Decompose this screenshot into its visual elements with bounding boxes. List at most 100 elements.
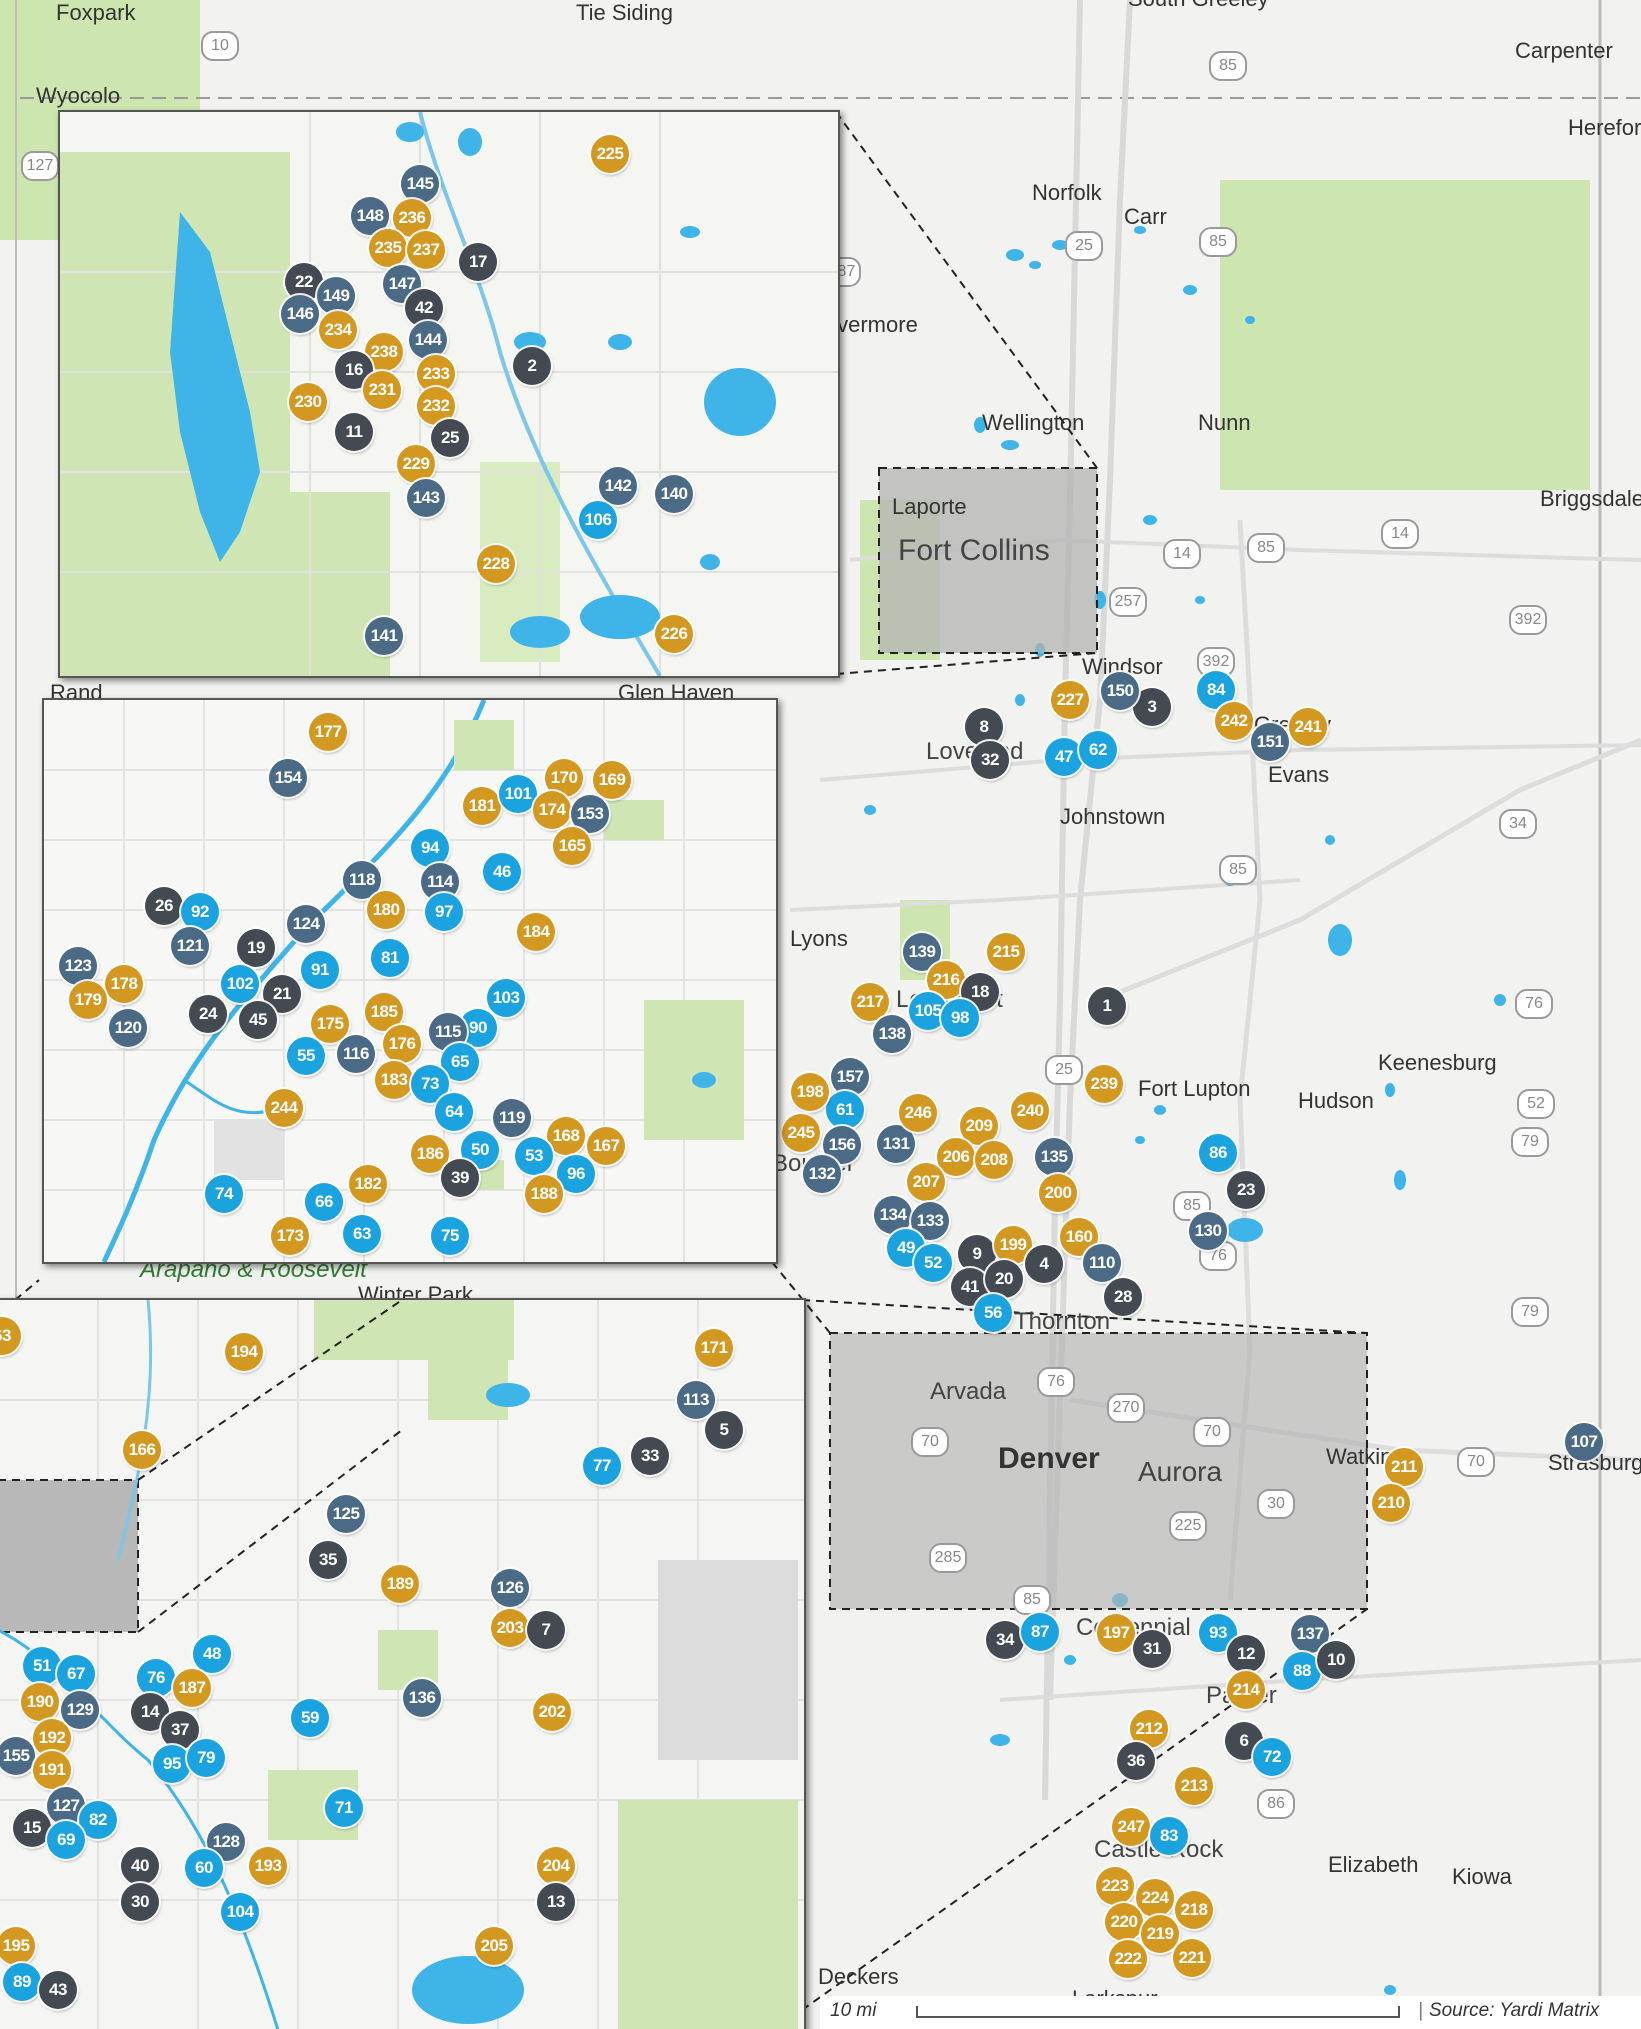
property-marker[interactable]: 105 [909, 992, 947, 1030]
property-marker[interactable]: 215 [987, 933, 1025, 971]
property-marker[interactable]: 198 [791, 1073, 829, 1111]
property-marker[interactable]: 154 [269, 759, 307, 797]
property-marker[interactable]: 149 [317, 277, 355, 315]
property-marker[interactable]: 126 [491, 1569, 529, 1607]
property-marker[interactable]: 23 [1227, 1171, 1265, 1209]
property-marker[interactable]: 183 [375, 1061, 413, 1099]
property-marker[interactable]: 229 [397, 445, 435, 483]
property-marker[interactable]: 202 [533, 1693, 571, 1731]
property-marker[interactable]: 241 [1289, 708, 1327, 746]
property-marker[interactable]: 64 [435, 1093, 473, 1131]
property-marker[interactable]: 84 [1197, 671, 1235, 709]
property-marker[interactable]: 22 [285, 263, 323, 301]
property-marker[interactable]: 176 [383, 1025, 421, 1063]
property-marker[interactable]: 190 [21, 1683, 59, 1721]
property-marker[interactable]: 245 [782, 1114, 820, 1152]
property-marker[interactable]: 32 [971, 741, 1009, 779]
property-marker[interactable]: 48 [193, 1635, 231, 1673]
property-marker[interactable]: 128 [207, 1823, 245, 1861]
property-marker[interactable]: 123 [59, 947, 97, 985]
property-marker[interactable]: 11 [335, 413, 373, 451]
property-marker[interactable]: 95 [153, 1745, 191, 1783]
property-marker[interactable]: 155 [0, 1737, 35, 1775]
property-marker[interactable]: 234 [319, 311, 357, 349]
property-marker[interactable]: 178 [105, 965, 143, 1003]
property-marker[interactable]: 209 [960, 1107, 998, 1145]
property-marker[interactable]: 86 [1199, 1134, 1237, 1172]
property-marker[interactable]: 59 [291, 1699, 329, 1737]
property-marker[interactable]: 19 [237, 929, 275, 967]
property-marker[interactable]: 146 [281, 295, 319, 333]
property-marker[interactable]: 211 [1385, 1448, 1423, 1486]
property-marker[interactable]: 67 [57, 1655, 95, 1693]
property-marker[interactable]: 134 [874, 1196, 912, 1234]
property-marker[interactable]: 191 [33, 1751, 71, 1789]
property-marker[interactable]: 225 [591, 135, 629, 173]
property-marker[interactable]: 188 [525, 1175, 563, 1213]
property-marker[interactable]: 227 [1051, 681, 1089, 719]
property-marker[interactable]: 42 [405, 289, 443, 327]
property-marker[interactable]: 110 [1083, 1244, 1121, 1282]
property-marker[interactable]: 186 [411, 1135, 449, 1173]
property-marker[interactable]: 113 [677, 1381, 715, 1419]
property-marker[interactable]: 36 [1117, 1742, 1155, 1780]
property-marker[interactable]: 15 [13, 1809, 51, 1847]
property-marker[interactable]: 226 [655, 615, 693, 653]
property-marker[interactable]: 75 [431, 1217, 469, 1255]
property-marker[interactable]: 166 [123, 1431, 161, 1469]
property-marker[interactable]: 181 [463, 787, 501, 825]
property-marker[interactable]: 45 [239, 1001, 277, 1039]
property-marker[interactable]: 96 [557, 1155, 595, 1193]
property-marker[interactable]: 175 [311, 1005, 349, 1043]
property-marker[interactable]: 139 [903, 933, 941, 971]
property-marker[interactable]: 98 [941, 999, 979, 1037]
property-marker[interactable]: 153 [571, 795, 609, 833]
property-marker[interactable]: 26 [145, 887, 183, 925]
property-marker[interactable]: 88 [1283, 1652, 1321, 1690]
property-marker[interactable]: 107 [1565, 1423, 1603, 1461]
property-marker[interactable]: 31 [1133, 1630, 1171, 1668]
property-marker[interactable]: 7 [527, 1611, 565, 1649]
property-marker[interactable]: 34 [986, 1621, 1024, 1659]
property-marker[interactable]: 233 [417, 355, 455, 393]
property-marker[interactable]: 230 [289, 383, 327, 421]
property-marker[interactable]: 102 [221, 965, 259, 1003]
property-marker[interactable]: 17 [459, 243, 497, 281]
property-marker[interactable]: 104 [221, 1893, 259, 1931]
property-marker[interactable]: 81 [371, 939, 409, 977]
property-marker[interactable]: 25 [431, 419, 469, 457]
property-marker[interactable]: 143 [407, 479, 445, 517]
property-marker[interactable]: 2 [513, 347, 551, 385]
property-marker[interactable]: 194 [225, 1333, 263, 1371]
property-marker[interactable]: 66 [305, 1183, 343, 1221]
property-marker[interactable]: 218 [1175, 1891, 1213, 1929]
property-marker[interactable]: 219 [1141, 1915, 1179, 1953]
property-marker[interactable]: 171 [695, 1329, 733, 1367]
property-marker[interactable]: 60 [185, 1849, 223, 1887]
property-marker[interactable]: 195 [0, 1927, 35, 1965]
property-marker[interactable]: 39 [441, 1159, 479, 1197]
property-marker[interactable]: 61 [826, 1091, 864, 1129]
property-marker[interactable]: 141 [365, 617, 403, 655]
property-marker[interactable]: 41 [951, 1268, 989, 1306]
property-marker[interactable]: 92 [181, 893, 219, 931]
property-marker[interactable]: 18 [961, 973, 999, 1011]
property-marker[interactable]: 204 [537, 1847, 575, 1885]
property-marker[interactable]: 206 [937, 1138, 975, 1176]
property-marker[interactable]: 1 [1088, 987, 1126, 1025]
property-marker[interactable]: 173 [271, 1217, 309, 1255]
property-marker[interactable]: 10 [1317, 1641, 1355, 1679]
property-marker[interactable]: 97 [425, 893, 463, 931]
property-marker[interactable]: 200 [1039, 1174, 1077, 1212]
inset-fort-collins[interactable]: 225 145 148 236 235 237 17 22 149 147 14… [58, 110, 840, 678]
property-marker[interactable]: 145 [401, 165, 439, 203]
property-marker[interactable]: 231 [363, 371, 401, 409]
property-marker[interactable]: 174 [533, 791, 571, 829]
property-marker[interactable]: 223 [1096, 1867, 1134, 1905]
property-marker[interactable]: 187 [173, 1669, 211, 1707]
property-marker[interactable]: 35 [309, 1541, 347, 1579]
property-marker[interactable]: 91 [301, 951, 339, 989]
property-marker[interactable]: 244 [265, 1089, 303, 1127]
property-marker[interactable]: 72 [1253, 1738, 1291, 1776]
